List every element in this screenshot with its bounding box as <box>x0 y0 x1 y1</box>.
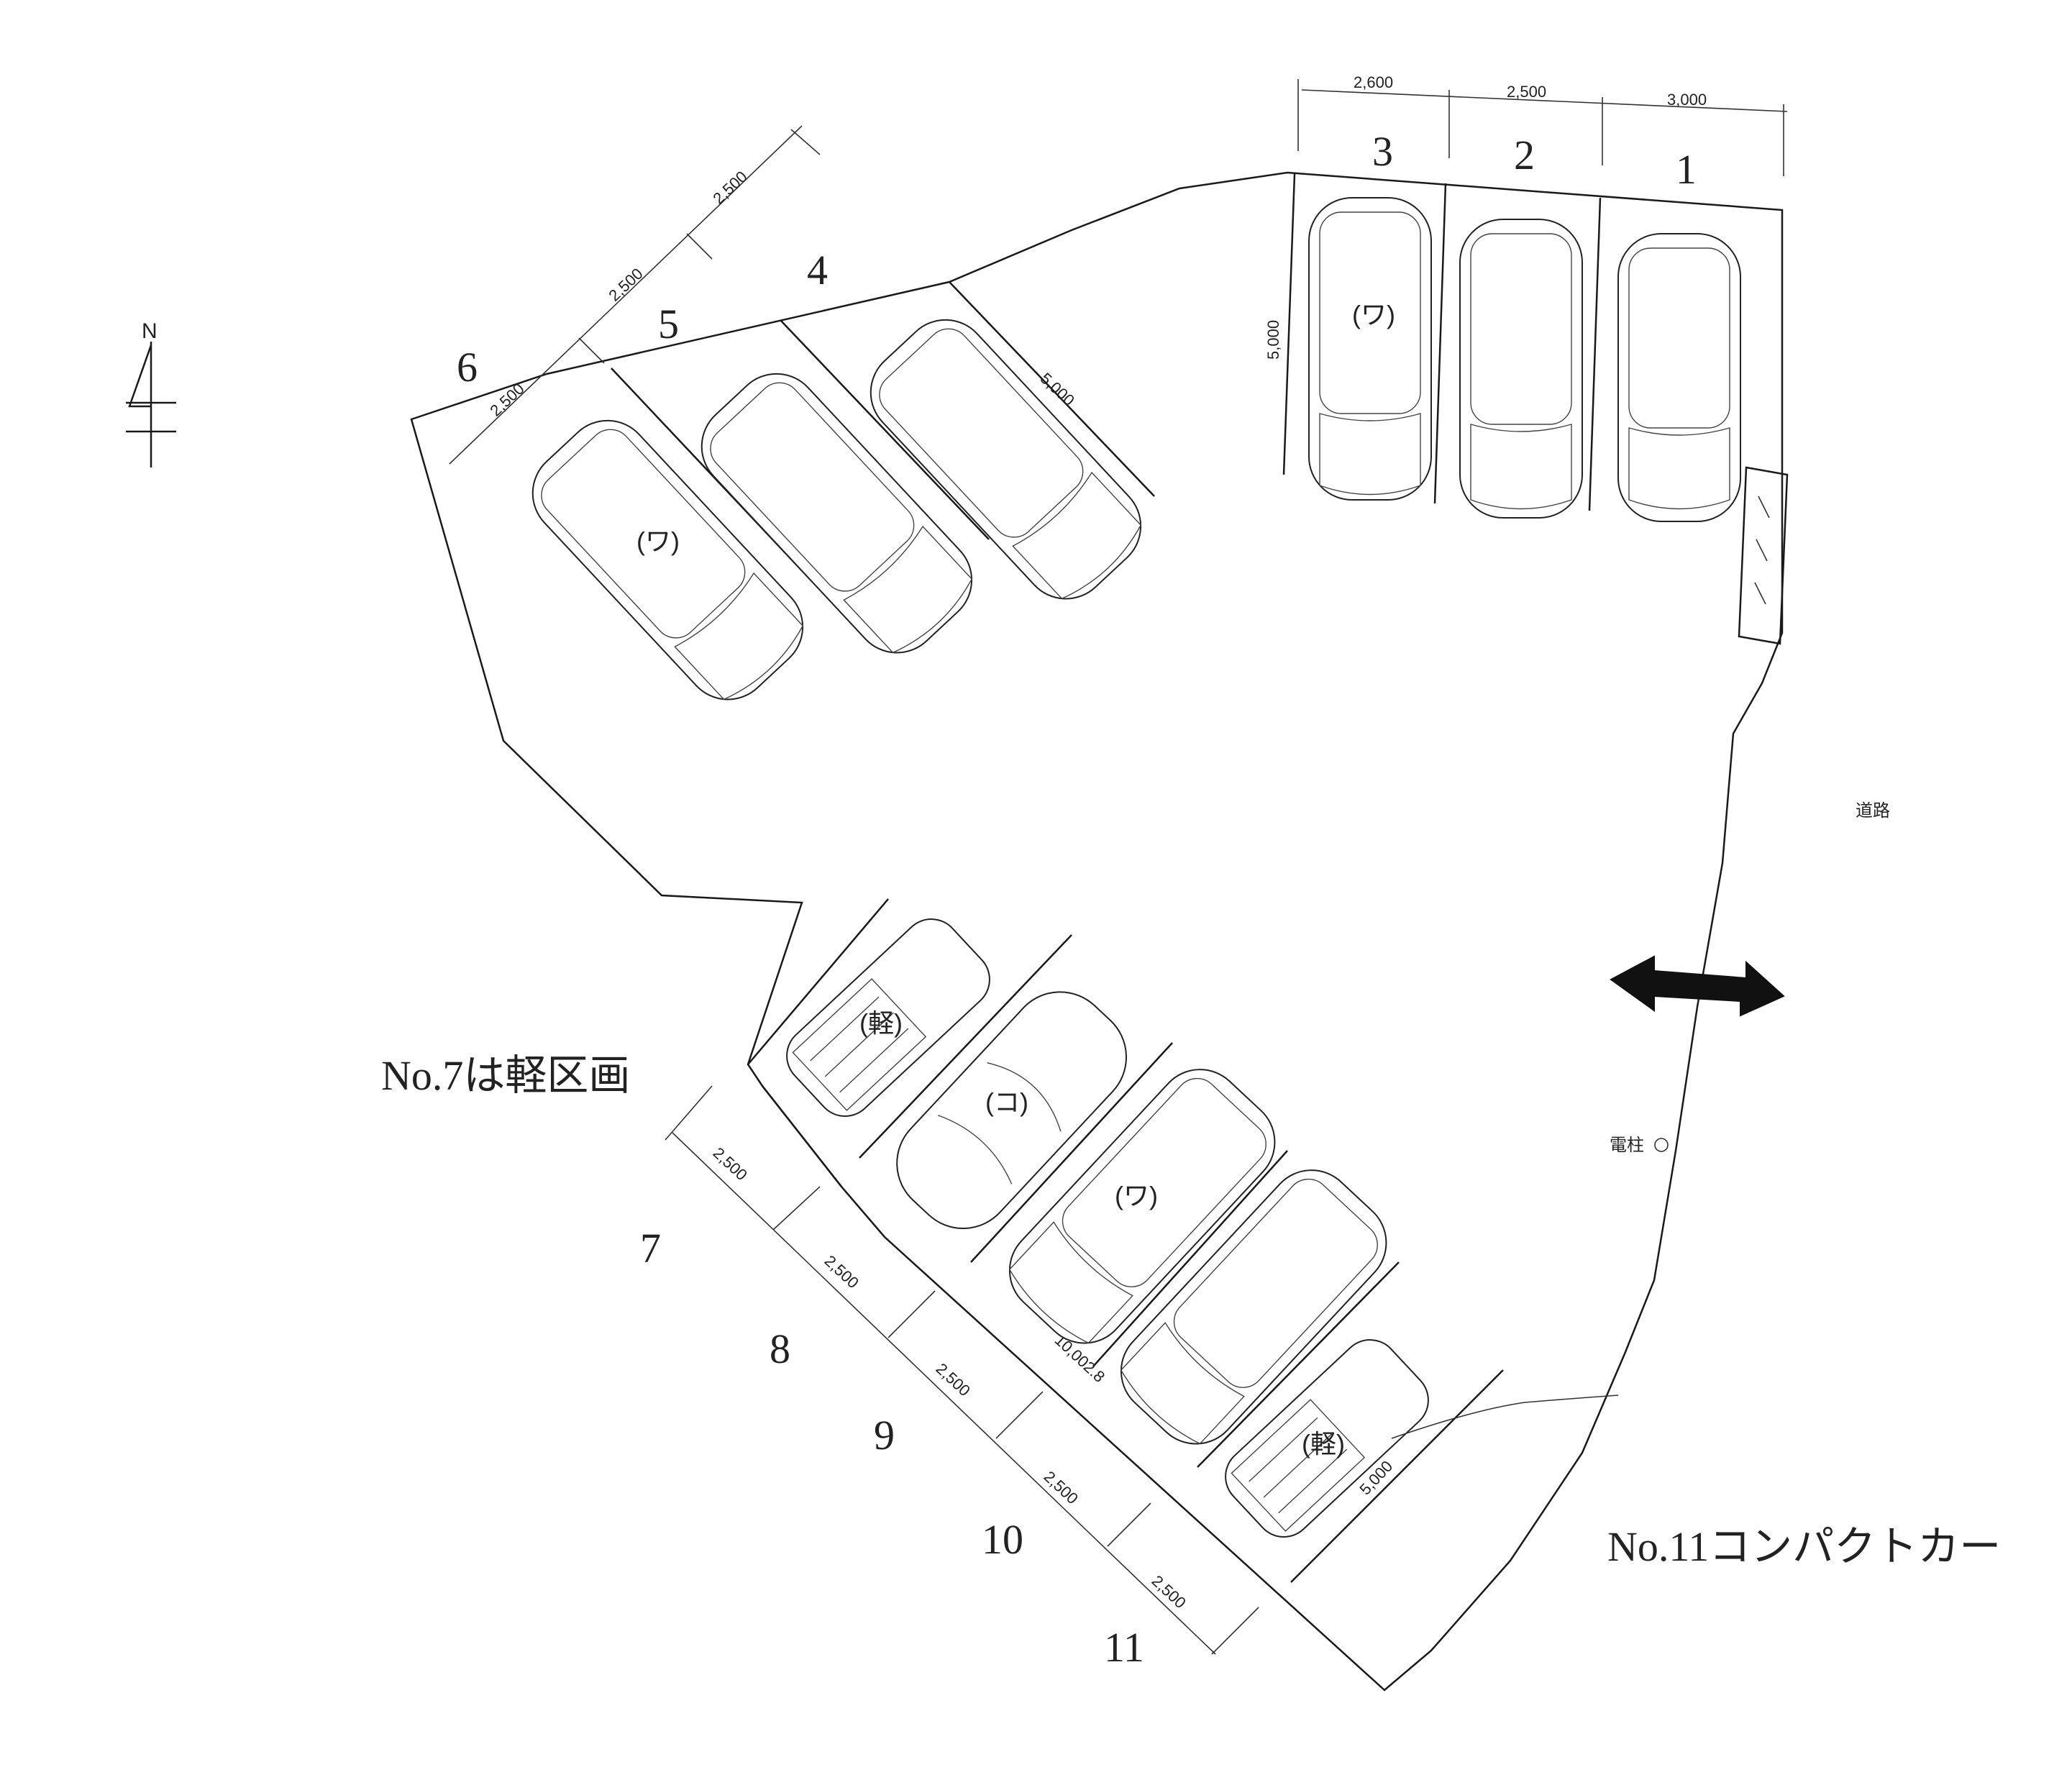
lot-boundary <box>410 171 1784 1692</box>
tag-bay-6: (ワ) <box>636 526 680 556</box>
utility-pole: 電柱 <box>1610 1136 1669 1155</box>
dim-lower-w7: 2,500 <box>710 1144 751 1184</box>
car-bay-9 <box>1008 1069 1276 1344</box>
road-label: 道路 <box>1856 801 1890 821</box>
north-label: N <box>142 319 158 343</box>
entrance-post <box>1738 466 1789 645</box>
bay-number-11: 11 <box>1104 1624 1144 1671</box>
car-bay-1 <box>1617 233 1741 522</box>
note-bay-7: No.7は軽区画 <box>381 1052 630 1099</box>
car-bay-3 <box>1308 197 1432 501</box>
bay-number-7: 7 <box>640 1225 661 1272</box>
top-bay-lines <box>1282 173 1602 511</box>
dim-lower-w10: 2,500 <box>1041 1467 1082 1507</box>
overhead-wire <box>1391 1395 1619 1439</box>
dim-upper-w4: 2,500 <box>709 168 750 208</box>
car-bay-6 <box>531 419 804 700</box>
dim-top-w2: 2,500 <box>1507 83 1546 101</box>
pole-label: 電柱 <box>1610 1136 1644 1155</box>
bay-number-5: 5 <box>658 301 679 347</box>
car-bay-11 <box>1225 1339 1429 1538</box>
tag-bay-11: (軽) <box>1302 1429 1345 1459</box>
dim-lower-w11: 2,500 <box>1149 1571 1190 1612</box>
car-bay-2 <box>1459 219 1583 519</box>
bay-number-10: 10 <box>982 1516 1023 1563</box>
dim-top-w1: 3,000 <box>1667 91 1707 109</box>
top-dimension: 2,600 2,500 3,000 5,000 <box>1264 73 1788 360</box>
tag-bay-7: (軽) <box>859 1008 903 1038</box>
car-bay-10 <box>1120 1169 1387 1445</box>
dim-lower-w9: 2,500 <box>933 1359 974 1400</box>
bay-number-3: 3 <box>1372 128 1393 175</box>
tag-bay-8: (コ) <box>985 1087 1028 1117</box>
bay-number-1: 1 <box>1676 146 1697 193</box>
dim-lower-w8: 2,500 <box>821 1251 862 1292</box>
dim-top-depth: 5,000 <box>1264 320 1282 360</box>
note-bay-11: No.11コンパクトカー <box>1607 1523 2001 1570</box>
car-bay-8 <box>896 991 1127 1229</box>
bay-number-8: 8 <box>770 1325 790 1372</box>
car-bay-5 <box>700 373 973 654</box>
bay-number-6: 6 <box>457 344 478 391</box>
car-bay-4 <box>870 319 1142 600</box>
dim-upper-w6: 2,500 <box>486 380 527 420</box>
bay-number-2: 2 <box>1514 132 1535 178</box>
car-bay-7 <box>786 918 990 1117</box>
entrance-arrow-icon <box>1610 955 1785 1017</box>
tag-bay-9: (ワ) <box>1115 1181 1158 1210</box>
dim-top-w3: 2,600 <box>1354 73 1393 91</box>
lower-bay-lines <box>747 898 1504 1583</box>
tag-bay-3: (ワ) <box>1352 300 1395 329</box>
bay-number-9: 9 <box>874 1412 895 1459</box>
north-arrow-icon: N <box>126 319 176 467</box>
dim-upper-w5: 2,500 <box>605 265 646 305</box>
bay-number-4: 4 <box>807 247 828 293</box>
